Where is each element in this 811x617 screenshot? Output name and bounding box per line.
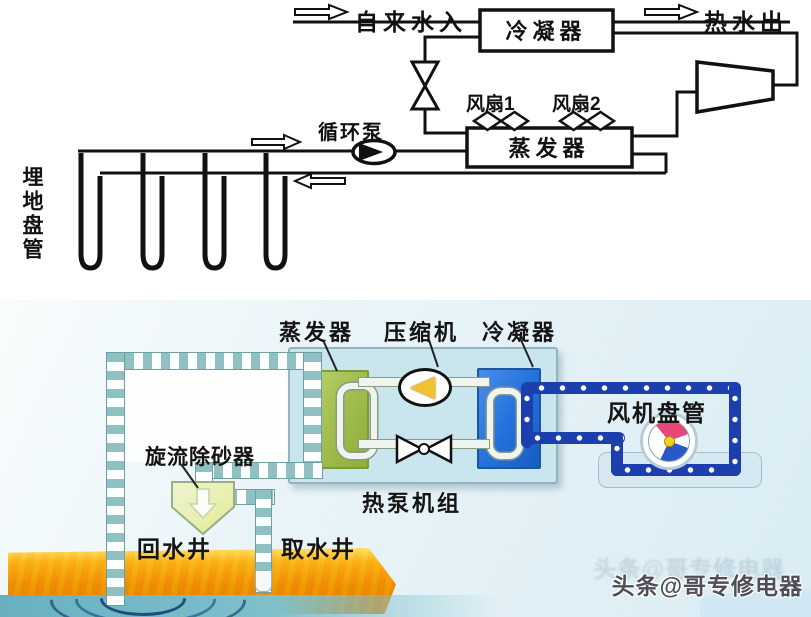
- pipe-lines: [78, 20, 799, 175]
- condenser-label: 冷凝器: [505, 19, 586, 44]
- pipe-loop-interior: [123, 368, 303, 462]
- fan-coil-pipe-bottom: [611, 464, 741, 476]
- compressor-label: 压缩机: [384, 320, 460, 345]
- expansion-valve-icon: [409, 60, 441, 111]
- evaporator-box: [465, 126, 634, 169]
- fan2-label: 风扇2: [552, 92, 601, 115]
- compressor-icon: [398, 368, 452, 407]
- bottom-illustration: 蒸发器 压缩机 冷凝器 风机盘管 热泵机组 旋流除砂器 回水井 取水井 头条@哥…: [0, 300, 811, 617]
- circulation-pump-icon: [351, 138, 397, 166]
- fan-coil-pipe-right: [729, 382, 741, 476]
- compressor-discharge-line: [613, 31, 799, 87]
- circulation-pump-label: 循环泵: [318, 120, 384, 144]
- fan1-label: 风扇1: [466, 92, 515, 115]
- watermark-ghost: 头条@哥专修电器: [593, 556, 785, 582]
- tap-water-label: 自来水入: [355, 9, 467, 35]
- heat-pump-unit-label: 热泵机组: [362, 491, 463, 516]
- evaporator-label: 蒸发器: [508, 136, 589, 161]
- condenser-coil: [487, 388, 523, 459]
- return-flow-arrow-icon: [292, 172, 346, 190]
- return-well-label: 回水井: [137, 536, 212, 562]
- fan-coil-pipe-mid: [521, 432, 625, 444]
- condenser-bottom-label: 冷凝器: [482, 320, 558, 345]
- evaporator-return-elbow: [632, 152, 668, 173]
- evaporator-coil: [337, 383, 377, 459]
- valve-to-evaporator-line: [423, 108, 467, 135]
- well-pipe-top: [106, 352, 322, 370]
- intake-well-pipe: [255, 489, 272, 593]
- cyclone-sand-remover-label: 旋流除砂器: [145, 446, 255, 469]
- expansion-valve-bottom-icon: [395, 434, 453, 464]
- buried-coil-label: 埋地盘管: [20, 166, 43, 262]
- ground-loop-utubes: [78, 153, 288, 271]
- intake-well-screen: [255, 570, 272, 592]
- top-schematic: 自来水入 热水出 冷凝器 循环泵 风扇1 风扇2 蒸发器: [78, 3, 799, 271]
- fan-coil-fan-icon: [640, 412, 698, 470]
- fan2-icon: [557, 110, 617, 132]
- cyclone-sand-remover-icon: [171, 481, 235, 536]
- condenser-to-valve-line: [423, 35, 480, 62]
- compressor-triangle: [409, 376, 435, 399]
- supply-flow-arrow-icon: [251, 133, 303, 151]
- fan-coil-pipe-cond: [521, 382, 533, 448]
- return-well-pipe: [106, 352, 125, 606]
- compressor-suction-line: [632, 90, 697, 138]
- fan1-icon: [471, 110, 531, 132]
- fan-hub: [664, 436, 675, 447]
- fan-coil-unit-label: 风机盘管: [607, 400, 707, 426]
- evaporator-bottom-label: 蒸发器: [279, 320, 355, 345]
- hot-water-label: 热水出: [704, 9, 788, 35]
- tap-water-arrow-icon: [294, 3, 350, 21]
- unit-inlet-pipe: [303, 352, 322, 478]
- compressor-symbol: [695, 60, 775, 115]
- condenser-box: [478, 8, 615, 53]
- intake-well-label: 取水井: [281, 536, 356, 562]
- hot-water-arrow-icon: [644, 3, 700, 21]
- watermark: 头条@哥专修电器: [611, 573, 803, 599]
- fan-coil-pipe-top: [525, 382, 741, 394]
- flow-arrows: [251, 3, 700, 190]
